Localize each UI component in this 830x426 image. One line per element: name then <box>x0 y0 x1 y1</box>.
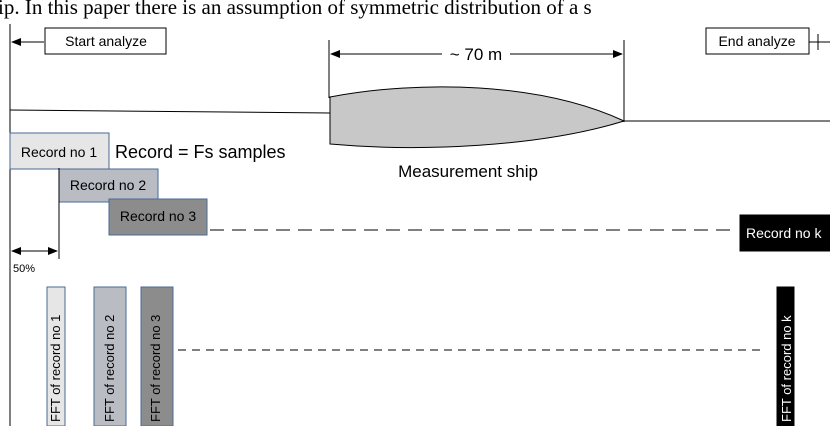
start-analyze-box <box>44 27 167 55</box>
waterline-left <box>9 109 331 114</box>
fft-label-k: FFT of record no k <box>779 315 794 422</box>
fft-label-2: FFT of record no 2 <box>102 315 117 422</box>
record-box-3 <box>108 198 208 236</box>
record-label-1: Record no 1 <box>21 144 97 160</box>
record-label-2: Record no 2 <box>70 177 146 193</box>
overlap-label: 50% <box>13 263 35 275</box>
fft-label-1: FFT of record no 1 <box>48 315 63 422</box>
fft-box-k <box>776 286 795 426</box>
distance-label: ~ 70 m <box>450 45 502 64</box>
start-analyze-label: Start analyze <box>65 33 147 49</box>
fft-box-1 <box>46 286 66 426</box>
fft-box-2 <box>93 286 127 426</box>
record-label-3: Record no 3 <box>120 208 196 224</box>
record-definition: Record = Fs samples <box>115 142 286 162</box>
header-text: ip. In this paper there is an assumption… <box>0 0 592 19</box>
fft-label-3: FFT of record no 3 <box>148 315 163 422</box>
fft-box-3 <box>140 286 174 426</box>
end-analyze-box <box>705 27 810 55</box>
end-analyze-label: End analyze <box>718 33 795 49</box>
ship-label: Measurement ship <box>398 162 538 181</box>
record-box-k <box>739 214 830 252</box>
ship-shape <box>329 86 626 148</box>
record-label-k: Record no k <box>746 225 822 241</box>
